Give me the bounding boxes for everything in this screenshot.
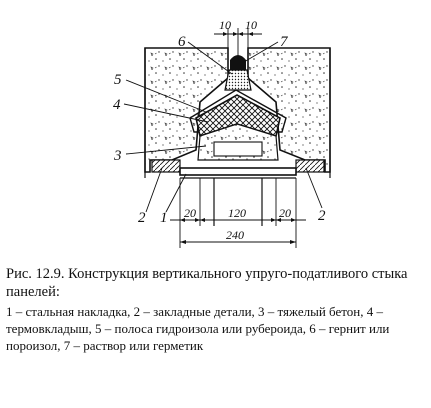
gernit-strip [224,69,252,91]
dim-top-right: 10 [245,18,257,32]
joint-cross-section-drawing: 6 7 5 4 3 2 1 2 10 10 20 120 20 240 [113,18,331,248]
leader-2-right [305,167,323,209]
leader-6 [187,41,233,75]
waterproofing-strip [189,89,287,133]
callout-5: 5 [114,72,122,88]
leader-5 [125,79,207,113]
caption-legend: 1 – стальная накладка, 2 – закладные дет… [6,304,390,353]
callout-6: 6 [178,34,186,50]
callout-1: 1 [160,210,168,226]
dim-bottom-center: 120 [228,206,246,220]
dim-bottom-left: 20 [184,206,196,220]
leader-7 [243,41,279,63]
embedded-part-left [151,159,181,173]
dim-bottom-right: 20 [279,206,291,220]
leader-2-left [145,167,163,213]
callout-2-right: 2 [318,208,326,224]
callout-3: 3 [113,148,122,164]
callout-7: 7 [280,34,289,50]
mortar-sealant [230,55,246,70]
leader-4 [123,103,209,123]
figure-caption: Рис. 12.9. Конструкция вертикального упр… [6,265,426,354]
dim-bottom-total: 240 [226,228,244,242]
bottom-dim-row-1-arrows [180,218,296,222]
left-panel-concrete [144,47,229,173]
embedded-part-right [295,159,325,173]
leader-3 [125,145,207,155]
caption-title: Рис. 12.9. Конструкция вертикального упр… [6,266,408,300]
callout-4: 4 [113,97,121,113]
steel-plate [179,167,297,176]
callout-2-left: 2 [138,210,146,226]
top-dim-arrows [223,32,253,36]
inner-cavity [213,141,263,157]
leader-1 [165,173,187,213]
dim-top-left: 10 [219,18,231,32]
